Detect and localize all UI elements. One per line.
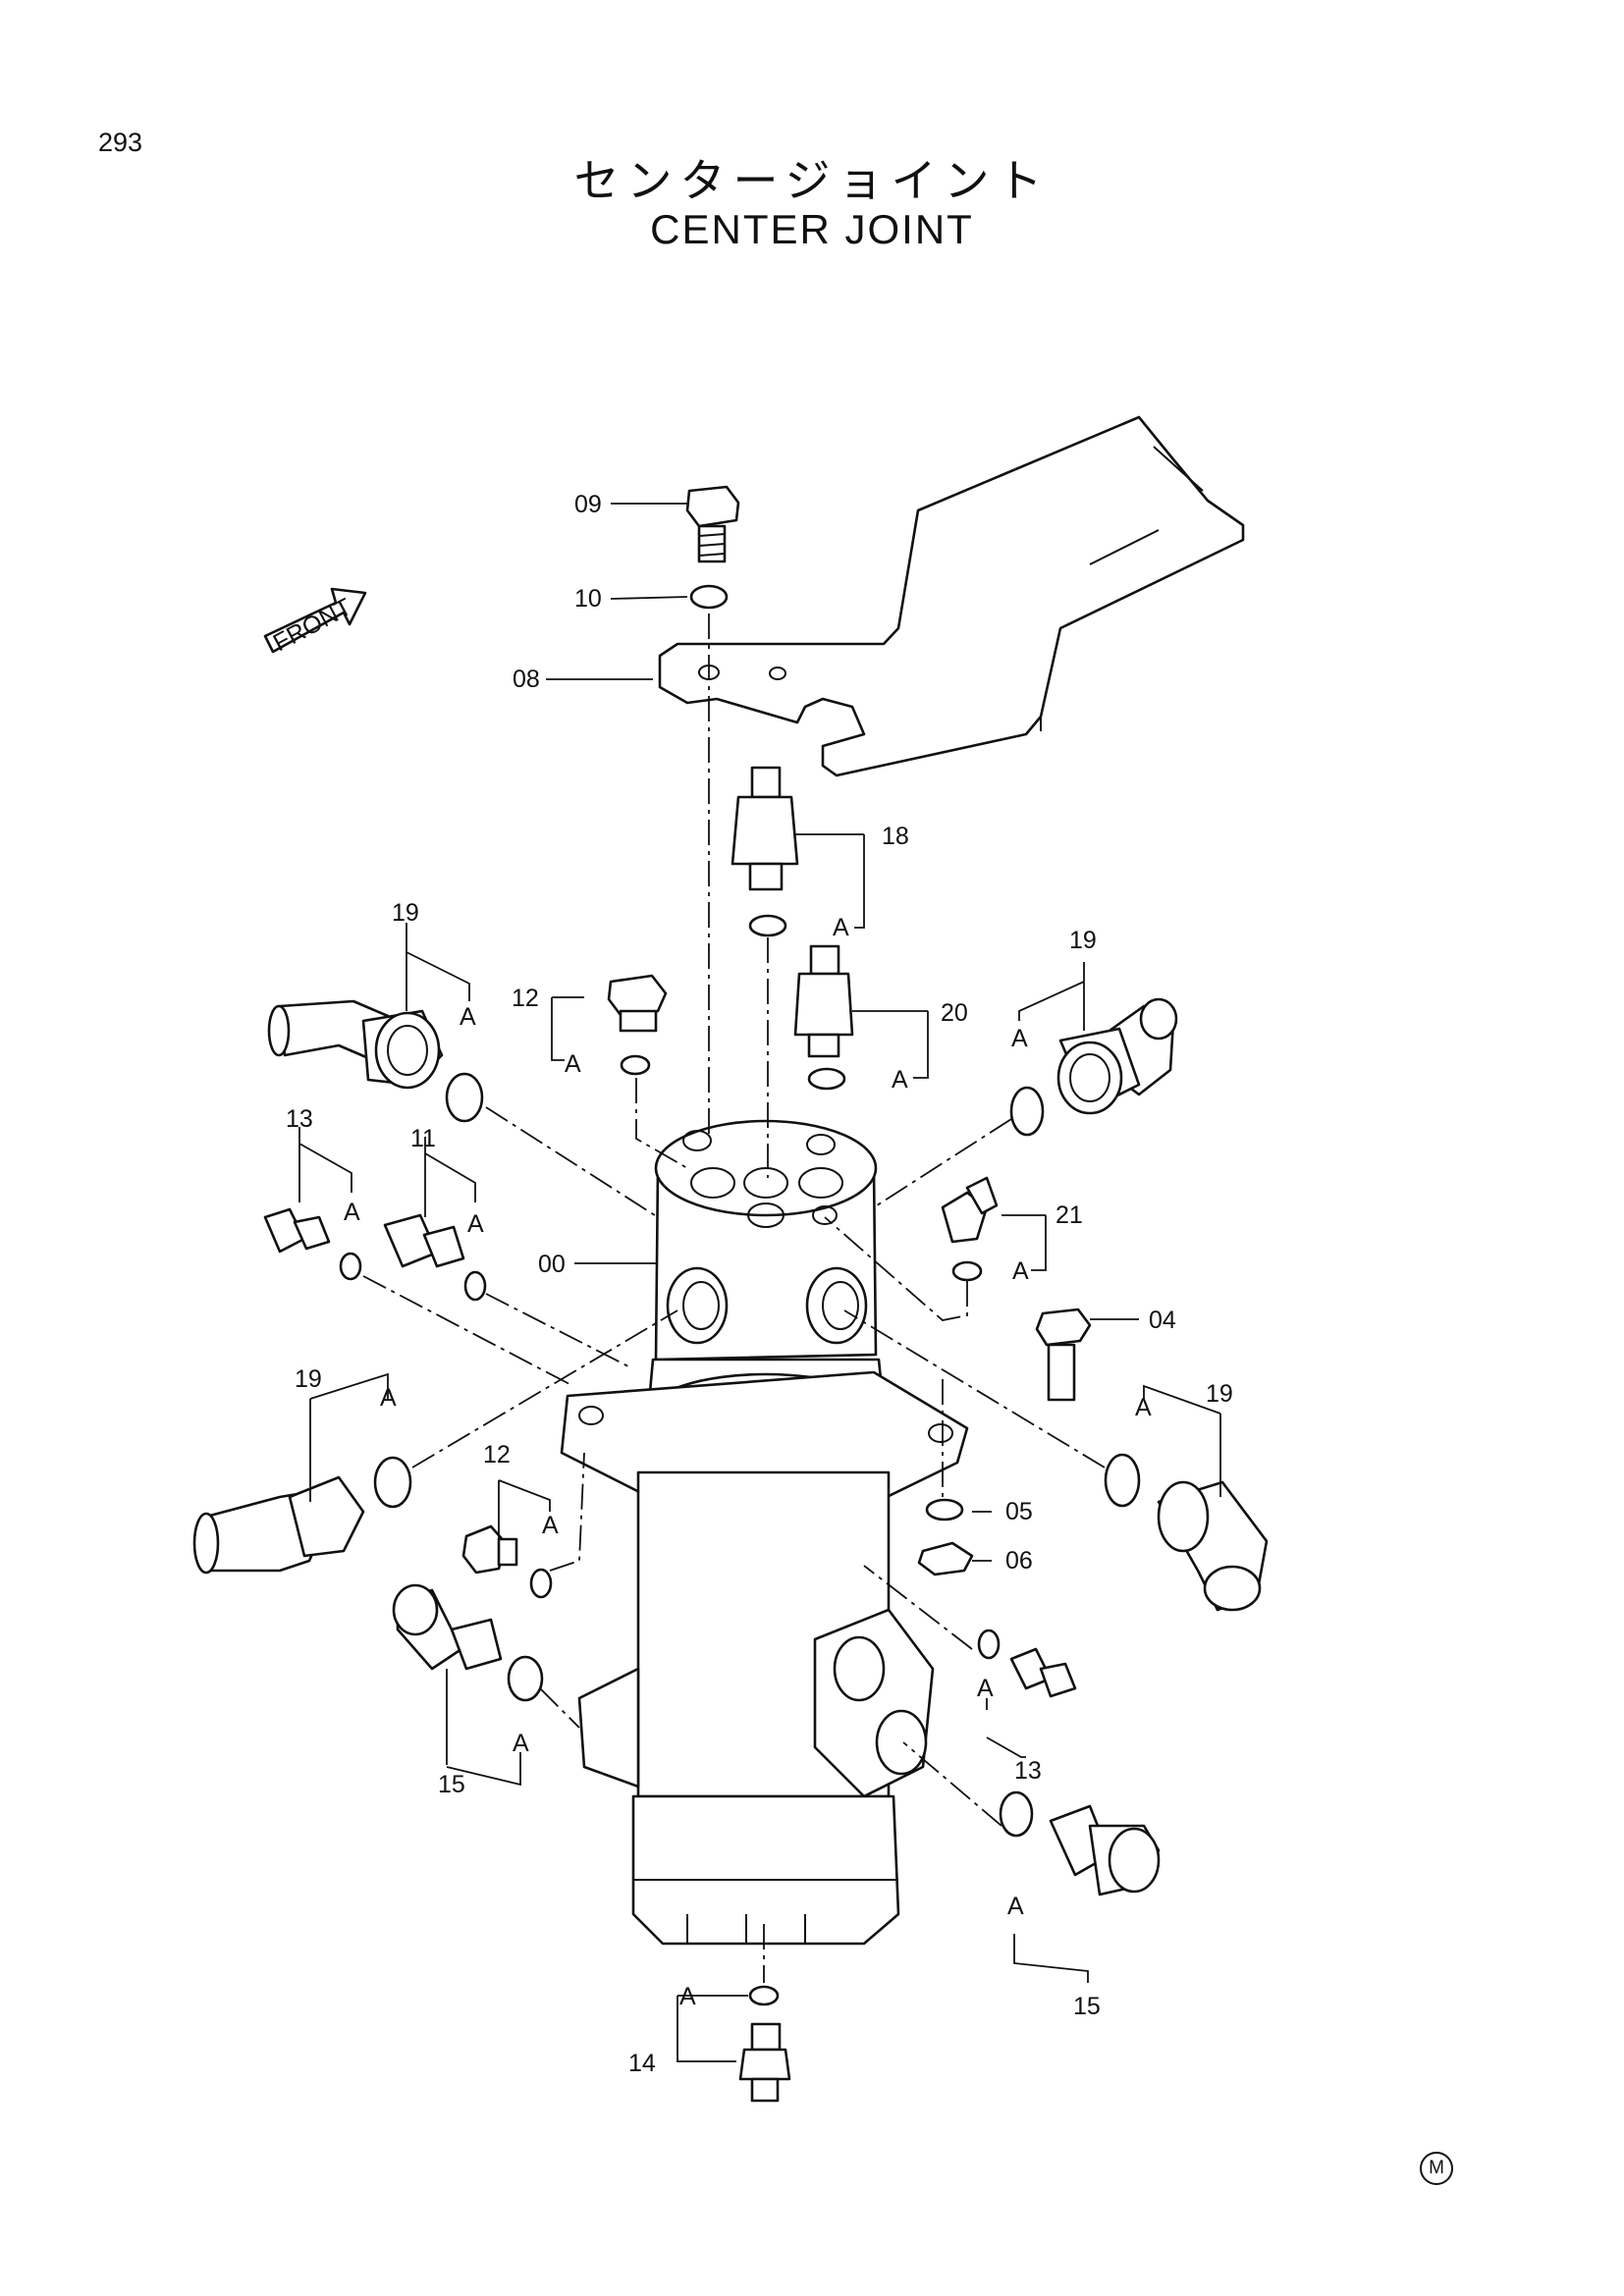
o-ring-14: [748, 1985, 780, 2006]
o-ring-12-lower: [529, 1568, 553, 1599]
kit-marker-a: A: [542, 1512, 559, 1539]
callout-19-top-left: 19: [392, 899, 419, 927]
connector-13-right: [1009, 1647, 1077, 1698]
callout-05: 05: [1005, 1498, 1033, 1525]
lock-washer-10: [689, 584, 729, 610]
callout-15-right: 15: [1073, 1993, 1101, 2020]
elbow-fitting-19-bottom-right: [1157, 1480, 1269, 1612]
callout-13-left: 13: [286, 1105, 313, 1133]
fitting-21: [941, 1176, 999, 1244]
callout-12-top: 12: [512, 985, 539, 1012]
kit-marker-a: A: [467, 1210, 484, 1238]
plug-14: [738, 2022, 791, 2103]
o-ring-12-top: [620, 1054, 651, 1076]
callout-leader-lines: [298, 503, 1221, 2062]
bolt-04: [1035, 1308, 1092, 1402]
elbow-fitting-19-bottom-left: [192, 1475, 365, 1575]
adapter-20: [793, 944, 854, 1058]
o-ring-19-bottom-right: [1104, 1453, 1141, 1508]
page-number: 293: [98, 128, 143, 157]
kit-marker-a: A: [380, 1384, 397, 1412]
o-ring-19-bottom-left: [373, 1456, 412, 1509]
o-ring-20: [807, 1067, 846, 1091]
center-joint-body: [560, 1119, 969, 1946]
callout-04: 04: [1149, 1307, 1176, 1334]
o-ring-13-left: [339, 1252, 362, 1281]
page-title-english: CENTER JOINT: [650, 206, 974, 252]
bracket-part: [658, 415, 1245, 777]
callout-09: 09: [574, 491, 602, 518]
kit-marker-a: A: [1011, 1025, 1028, 1052]
callout-19-bottom-right: 19: [1206, 1380, 1233, 1408]
kit-marker-a: A: [1007, 1893, 1024, 1920]
front-arrow-label: FRONT: [269, 593, 356, 657]
kit-marker-a: A: [977, 1675, 994, 1702]
o-ring-21: [951, 1260, 983, 1282]
plug-12-top: [607, 974, 668, 1033]
page-title-japanese: センタージョイント: [573, 154, 1051, 207]
callout-12-lower: 12: [483, 1441, 511, 1468]
kit-marker-a: A: [460, 1003, 476, 1031]
o-ring-11: [463, 1270, 487, 1302]
adapter-18: [731, 766, 799, 891]
callout-10: 10: [574, 585, 602, 613]
kit-marker-a: A: [833, 914, 849, 941]
callout-18: 18: [882, 823, 909, 850]
callout-19-top-right: 19: [1069, 927, 1097, 954]
kit-marker-a: A: [513, 1730, 529, 1757]
nut-06: [917, 1541, 974, 1576]
callout-00: 00: [538, 1251, 566, 1278]
washer-05: [925, 1498, 964, 1522]
hex-bolt-09: [685, 485, 740, 563]
kit-marker-a: A: [892, 1066, 908, 1094]
elbow-fitting-19-top-left: [267, 999, 444, 1090]
elbow-fitting-19-top-right: [1056, 997, 1178, 1115]
plug-12-lower: [461, 1524, 518, 1575]
o-ring-19-top-right: [1009, 1086, 1045, 1137]
connector-15-left: [392, 1583, 503, 1671]
front-arrow-icon: FRONT: [263, 587, 367, 657]
callout-13-right: 13: [1014, 1757, 1042, 1785]
callout-08: 08: [513, 666, 540, 693]
kit-marker-a: A: [344, 1199, 360, 1226]
connector-15-right: [1049, 1804, 1161, 1896]
o-ring-15-right: [999, 1790, 1034, 1838]
kit-marker-a: A: [679, 1983, 696, 2010]
connector-13-left: [263, 1207, 331, 1254]
o-ring-13-right: [977, 1629, 1001, 1660]
kit-marker-a: A: [565, 1050, 581, 1078]
o-ring-18: [748, 914, 787, 937]
kit-marker-a: A: [1012, 1257, 1029, 1285]
connector-11: [383, 1213, 465, 1268]
o-ring-19-top-left: [445, 1072, 484, 1123]
o-ring-15-left: [507, 1655, 544, 1702]
callout-19-bottom-left: 19: [295, 1365, 322, 1393]
callout-14: 14: [628, 2050, 656, 2077]
corner-mark: M: [1420, 2152, 1453, 2185]
assembly-center-lines: [362, 614, 1106, 1983]
callout-21: 21: [1056, 1201, 1083, 1229]
kit-markers: A A A A A A A A A A A A A A A: [344, 914, 1152, 2010]
callout-11: 11: [410, 1125, 436, 1152]
kit-marker-a: A: [1135, 1394, 1152, 1421]
callout-06: 06: [1005, 1547, 1033, 1575]
callout-15-left: 15: [438, 1771, 465, 1798]
callout-20: 20: [941, 999, 968, 1027]
